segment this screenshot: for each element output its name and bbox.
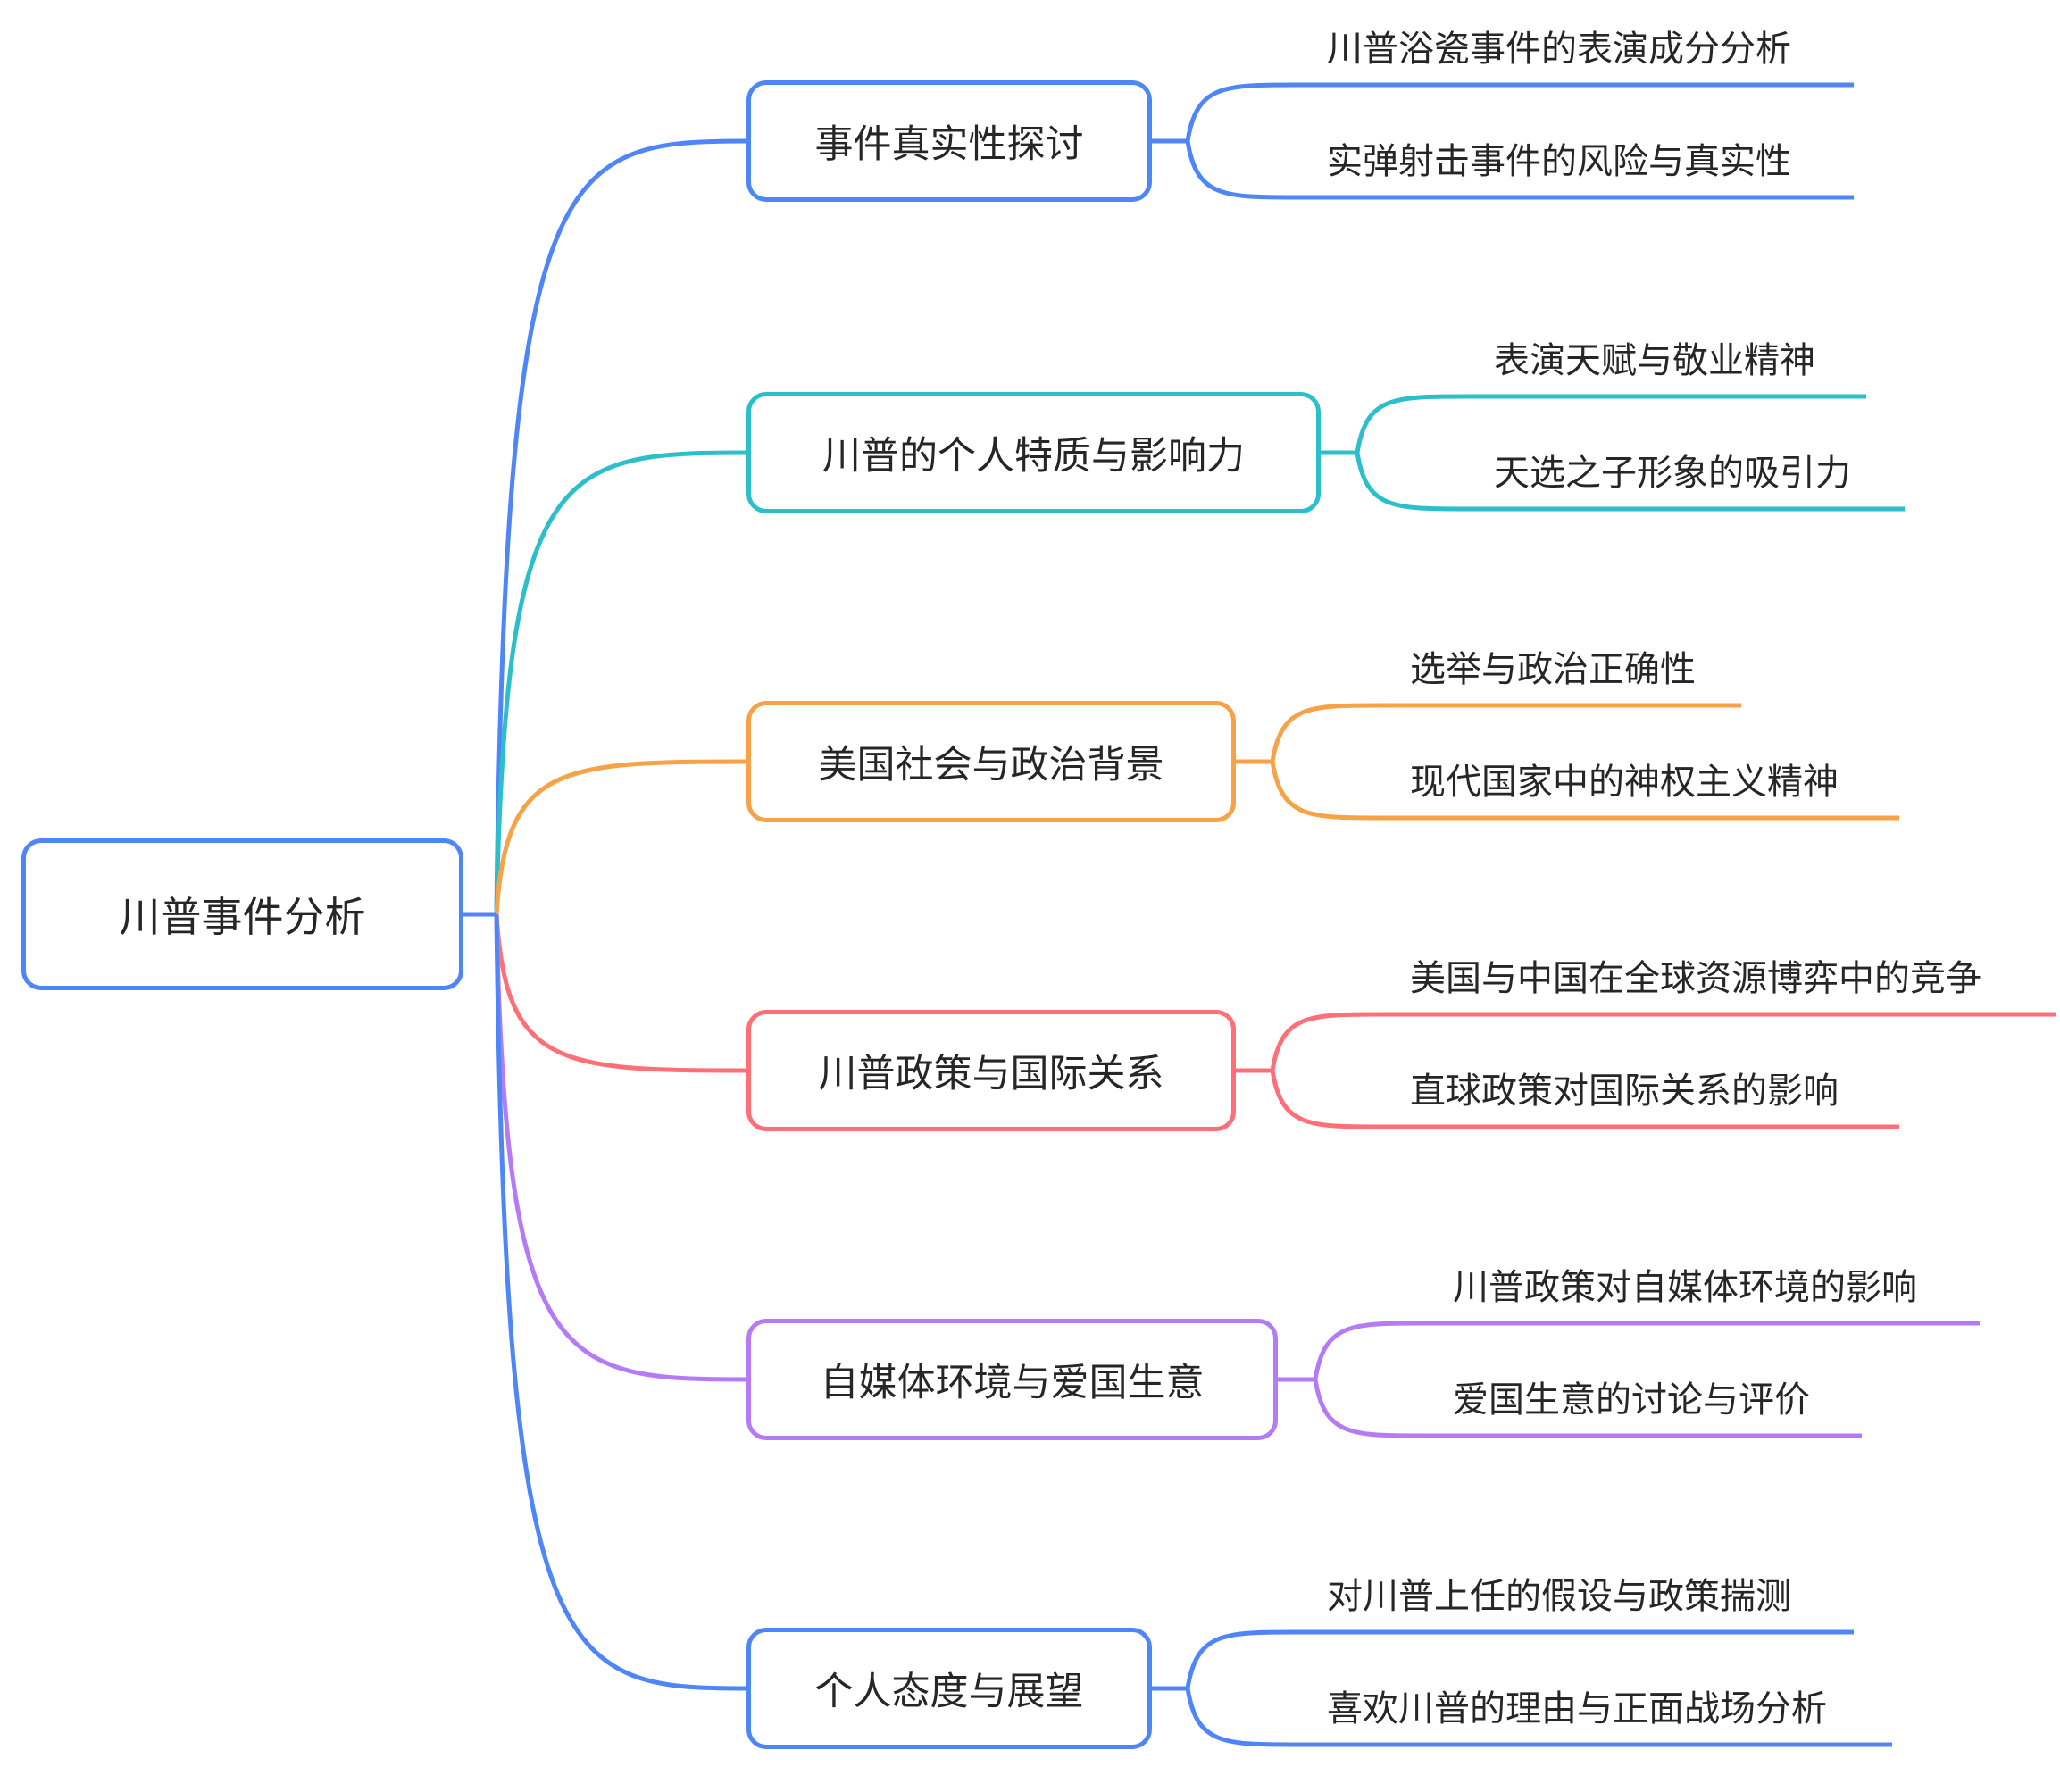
leaf-node[interactable]: 爱国生意的讨论与评价 (1453, 1379, 1810, 1421)
branch-connector (494, 913, 747, 1691)
branch-connector (494, 138, 747, 915)
branch-label: 川普政策与国际关系 (818, 1052, 1164, 1096)
leaf-node[interactable]: 现代国家中的神权主义精神 (1410, 762, 1839, 803)
leaf-node[interactable]: 实弹射击事件的风险与真实性 (1327, 141, 1791, 182)
leaf-connector (1313, 1379, 1862, 1438)
branch-node-event-authenticity[interactable]: 事件真实性探讨 (746, 80, 1152, 202)
branch-label: 个人态度与展望 (814, 1670, 1084, 1714)
leaf-node[interactable]: 川普政策对自媒体环境的影响 (1453, 1267, 1917, 1308)
leaf-node[interactable]: 天选之子形象的吸引力 (1494, 453, 1851, 494)
leaf-connector (1313, 1321, 1980, 1380)
leaf-connector (1270, 1012, 2056, 1071)
branch-node-personal-traits[interactable]: 川普的个人特质与影响力 (746, 392, 1321, 513)
leaf-connector (1355, 394, 1866, 454)
leaf-node[interactable]: 美国与中国在全球资源博弈中的竞争 (1410, 958, 1981, 999)
branch-label: 美国社会与政治背景 (818, 743, 1164, 788)
branch-node-attitude-outlook[interactable]: 个人态度与展望 (746, 1628, 1152, 1749)
branch-connector (494, 913, 747, 1382)
branch-node-policy-international[interactable]: 川普政策与国际关系 (746, 1010, 1236, 1131)
leaf-connector (1355, 452, 1905, 512)
branch-label: 事件真实性探讨 (814, 122, 1084, 167)
leaf-node[interactable]: 直球政策对国际关系的影响 (1410, 1071, 1839, 1112)
leaf-node[interactable]: 选举与政治正确性 (1410, 649, 1696, 690)
branch-node-us-society-politics[interactable]: 美国社会与政治背景 (746, 701, 1236, 822)
leaf-node[interactable]: 表演天赋与敬业精神 (1494, 340, 1815, 381)
leaf-node[interactable]: 喜欢川普的理由与正面战场分析 (1327, 1688, 1827, 1729)
leaf-node[interactable]: 川普浴瓷事件的表演成分分析 (1327, 29, 1791, 70)
root-node[interactable]: 川普事件分析 (21, 838, 463, 990)
leaf-connector (1270, 1070, 1899, 1129)
branch-label: 川普的个人特质与影响力 (822, 434, 1245, 479)
leaf-node[interactable]: 对川普上任的假设与政策揣测 (1327, 1576, 1791, 1617)
leaf-connector (1185, 1629, 1854, 1689)
root-node-label: 川普事件分析 (119, 893, 366, 941)
leaf-connector (1185, 1688, 1892, 1747)
branch-connector (494, 759, 747, 915)
branch-connector (494, 913, 747, 1073)
branch-node-self-media-patriotic-business[interactable]: 自媒体环境与爱国生意 (746, 1319, 1278, 1440)
branch-label: 自媒体环境与爱国生意 (820, 1361, 1205, 1405)
leaf-connector (1270, 761, 1899, 821)
leaf-connector (1270, 703, 1741, 763)
leaf-connector (1185, 82, 1854, 142)
branch-connector (494, 450, 747, 915)
leaf-connector (1185, 140, 1854, 200)
